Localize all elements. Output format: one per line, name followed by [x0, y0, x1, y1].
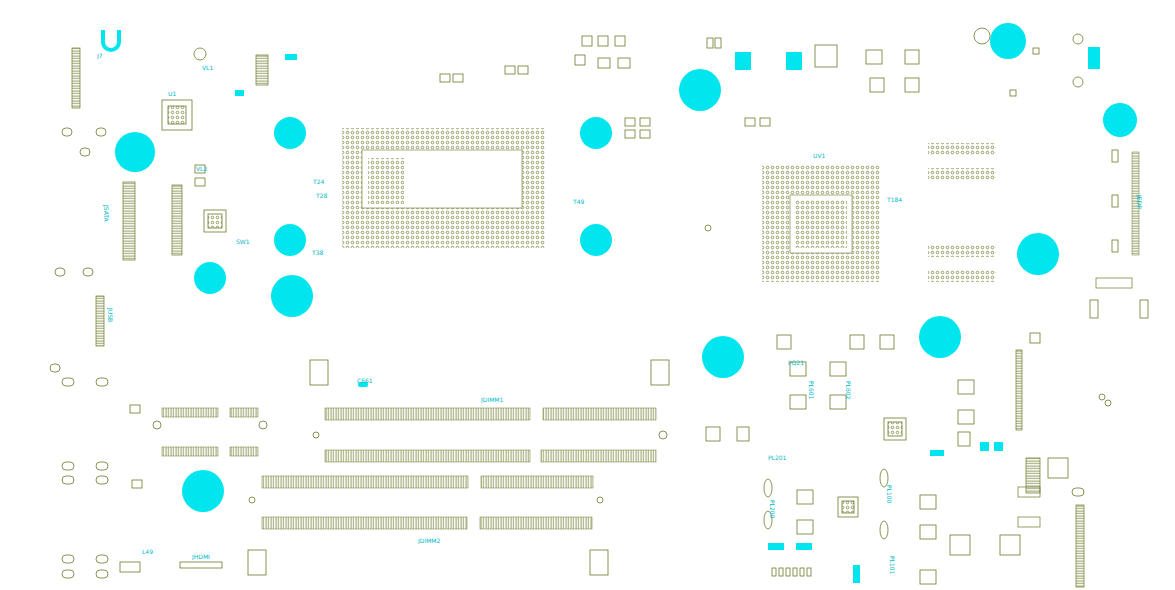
part-label: U1	[168, 90, 176, 97]
part-label: T24	[313, 178, 324, 185]
part-label: JEDP	[1136, 195, 1143, 209]
part-label: T49	[573, 198, 584, 205]
components	[103, 28, 1148, 584]
part-label: VL1	[202, 64, 213, 71]
part-label: PL602	[845, 381, 852, 399]
mounting-holes	[115, 23, 1137, 512]
part-label: SW1	[236, 238, 250, 245]
part-label: JHDMI	[192, 553, 210, 560]
part-label: PQ21	[788, 359, 804, 366]
part-label: JDIMM1	[481, 396, 503, 403]
part-label: T184	[887, 196, 902, 203]
part-label: T38	[312, 249, 323, 256]
part-label: PL200	[769, 500, 776, 518]
pin-rows	[72, 48, 1132, 587]
part-label: PL201	[768, 454, 786, 461]
part-label: J7	[97, 52, 103, 59]
part-label: PL101	[889, 556, 896, 574]
bga-cpu	[342, 128, 545, 248]
part-label: UV1	[813, 152, 825, 159]
part-label: T28	[316, 192, 327, 199]
qfn-chips	[162, 45, 906, 517]
memory-chips	[928, 143, 996, 282]
part-label: PL100	[886, 485, 893, 503]
part-label: PL601	[808, 381, 815, 399]
part-label: JDIMM2	[418, 537, 440, 544]
bga-gpu	[762, 165, 880, 282]
part-label: C661	[357, 377, 373, 384]
part-label: VL2	[196, 165, 207, 172]
part-label: JUSB	[107, 308, 114, 322]
slot-ovals	[50, 128, 1084, 578]
cyan-pads	[235, 47, 1100, 583]
part-label: L49	[142, 548, 153, 555]
part-label: JSATA	[103, 205, 110, 222]
dimm-connectors	[162, 152, 1139, 529]
